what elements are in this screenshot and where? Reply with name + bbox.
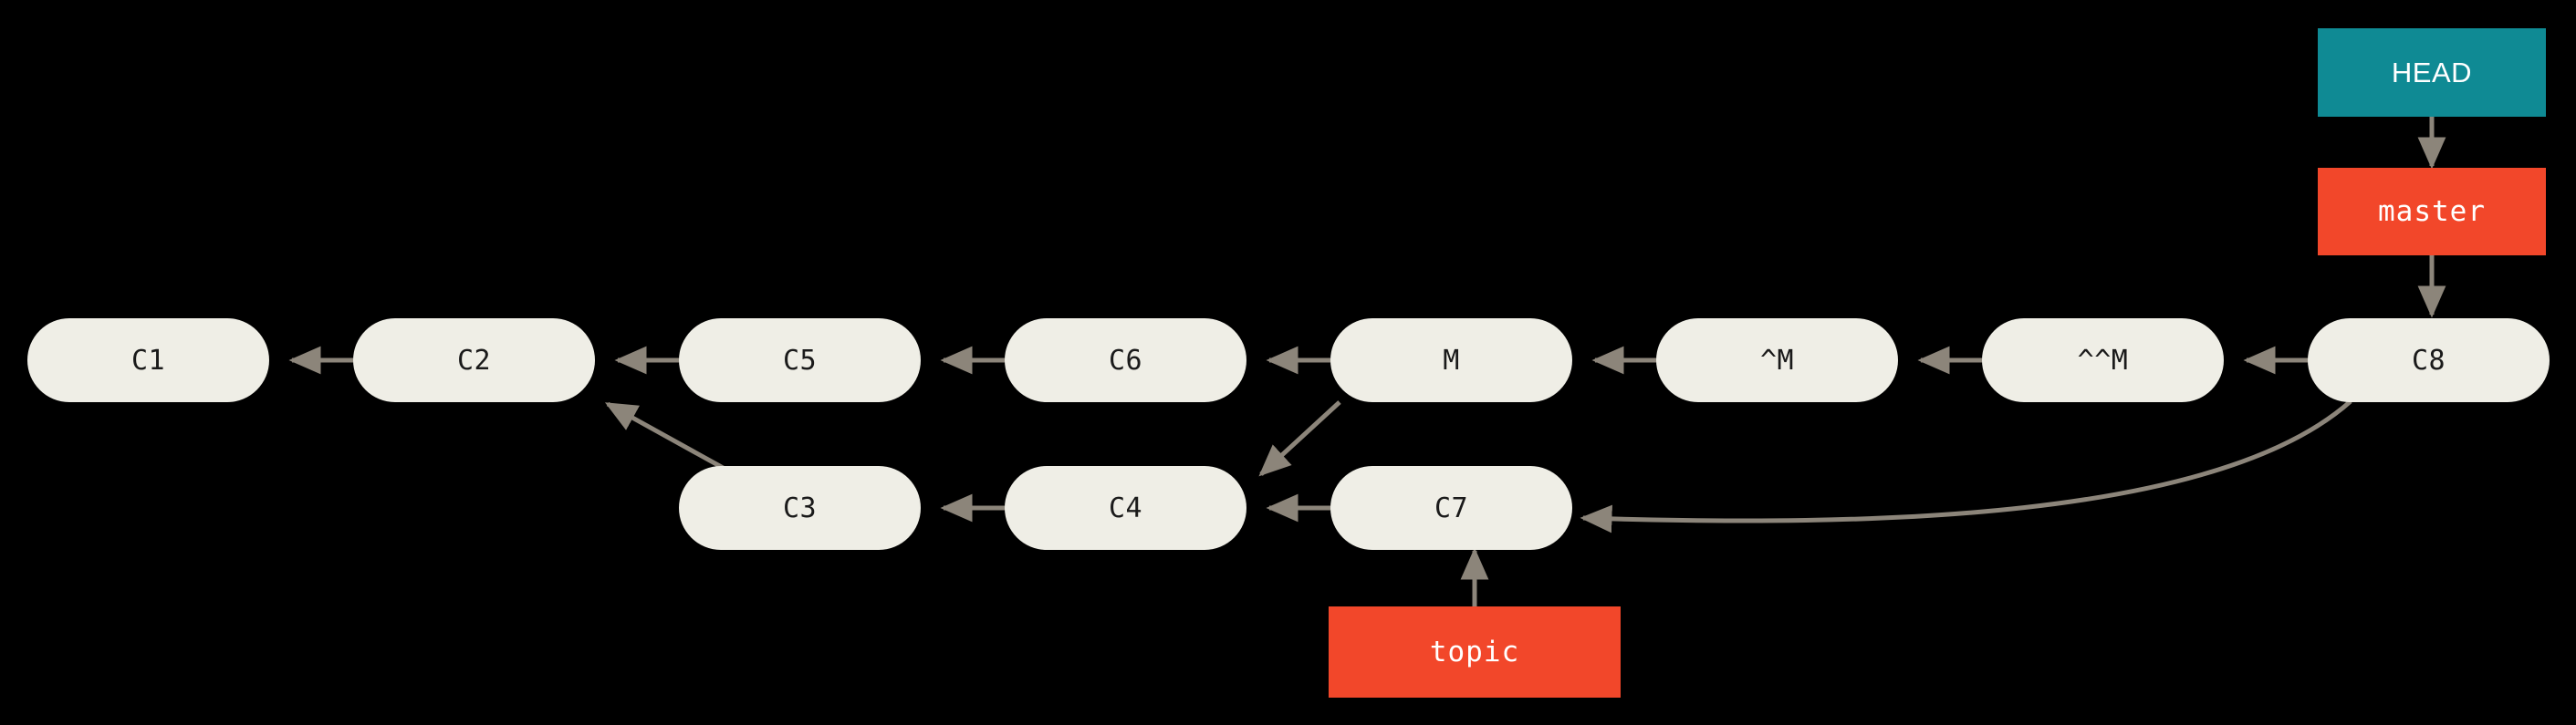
commit-node-c4[interactable]: C4 bbox=[1005, 466, 1246, 550]
edge-c3-c2 bbox=[604, 401, 736, 477]
ref-label: HEAD bbox=[2391, 56, 2473, 88]
commit-label: C1 bbox=[130, 344, 166, 377]
commit-label: C7 bbox=[1434, 492, 1469, 524]
commit-label: ^^M bbox=[2077, 344, 2129, 377]
edge-m-c4 bbox=[1258, 400, 1341, 477]
commit-node-c2[interactable]: C2 bbox=[353, 318, 595, 402]
ref-head[interactable]: HEAD bbox=[2318, 28, 2546, 117]
commit-label: ^M bbox=[1759, 344, 1795, 377]
commit-node-c8[interactable]: C8 bbox=[2308, 318, 2550, 402]
commit-label: C3 bbox=[782, 492, 818, 524]
commit-node-caret-m[interactable]: ^M bbox=[1656, 318, 1898, 402]
edge-c8-c7 bbox=[1580, 399, 2352, 533]
commit-node-c3[interactable]: C3 bbox=[679, 466, 921, 550]
commit-node-c6[interactable]: C6 bbox=[1005, 318, 1246, 402]
commit-label: M bbox=[1443, 344, 1460, 377]
commit-node-c5[interactable]: C5 bbox=[679, 318, 921, 402]
ref-branch-topic[interactable]: topic bbox=[1329, 606, 1621, 698]
ref-label: master bbox=[2378, 195, 2486, 228]
ref-branch-master[interactable]: master bbox=[2318, 168, 2546, 255]
commit-node-caret-caret-m[interactable]: ^^M bbox=[1982, 318, 2224, 402]
commit-node-m[interactable]: M bbox=[1330, 318, 1572, 402]
commit-label: C6 bbox=[1108, 344, 1143, 377]
commit-node-c7[interactable]: C7 bbox=[1330, 466, 1572, 550]
commit-label: C4 bbox=[1108, 492, 1143, 524]
commit-node-c1[interactable]: C1 bbox=[27, 318, 269, 402]
commit-label: C5 bbox=[782, 344, 818, 377]
commit-label: C8 bbox=[2411, 344, 2446, 377]
commit-label: C2 bbox=[456, 344, 492, 377]
ref-label: topic bbox=[1429, 636, 1520, 668]
